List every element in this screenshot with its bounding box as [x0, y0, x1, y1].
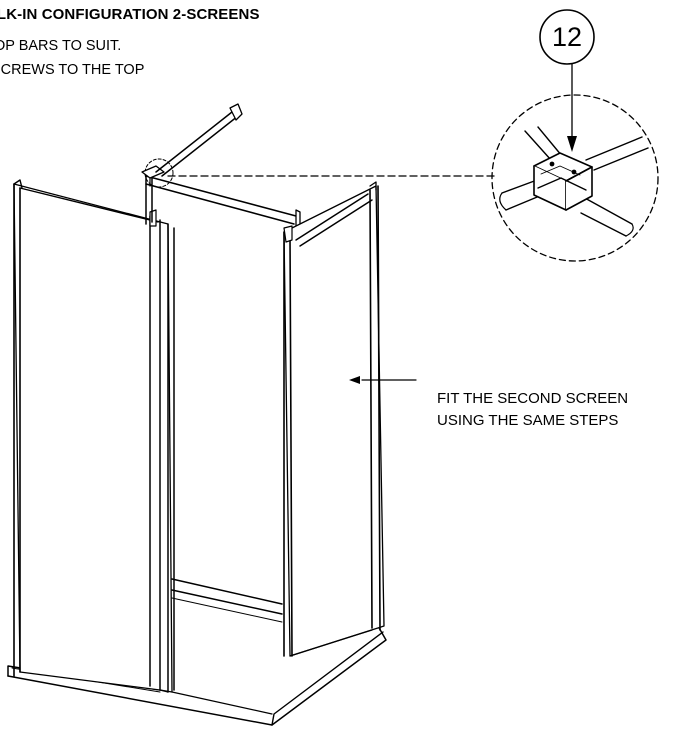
corner-post — [141, 165, 165, 225]
detail-magnifier-circle — [491, 94, 659, 262]
callout-line-2: USING THE SAME STEPS — [437, 412, 619, 429]
bracket-block-right — [565, 166, 593, 211]
callout-line-1: FIT THE SECOND SCREEN — [437, 390, 629, 407]
detail-pointer-arrow — [567, 63, 577, 152]
screw-hole-icon — [549, 161, 555, 167]
screw-hole-icon — [571, 169, 577, 175]
instruction-heading: ALK-IN CONFIGURATION 2-SCREENS — [0, 6, 260, 23]
instruction-line-2: SCREWS TO THE TOP — [0, 62, 145, 78]
back-panel — [145, 175, 301, 247]
right-glass-panel — [283, 181, 385, 657]
step-number: 12 — [551, 22, 583, 52]
instruction-line-1: OP BARS TO SUIT. — [0, 38, 122, 54]
callout-arrow — [349, 376, 417, 384]
step-number-circle — [539, 9, 595, 65]
rear-bottom-rail — [171, 578, 283, 623]
left-glass-panel — [13, 179, 175, 693]
support-bar — [155, 103, 243, 177]
